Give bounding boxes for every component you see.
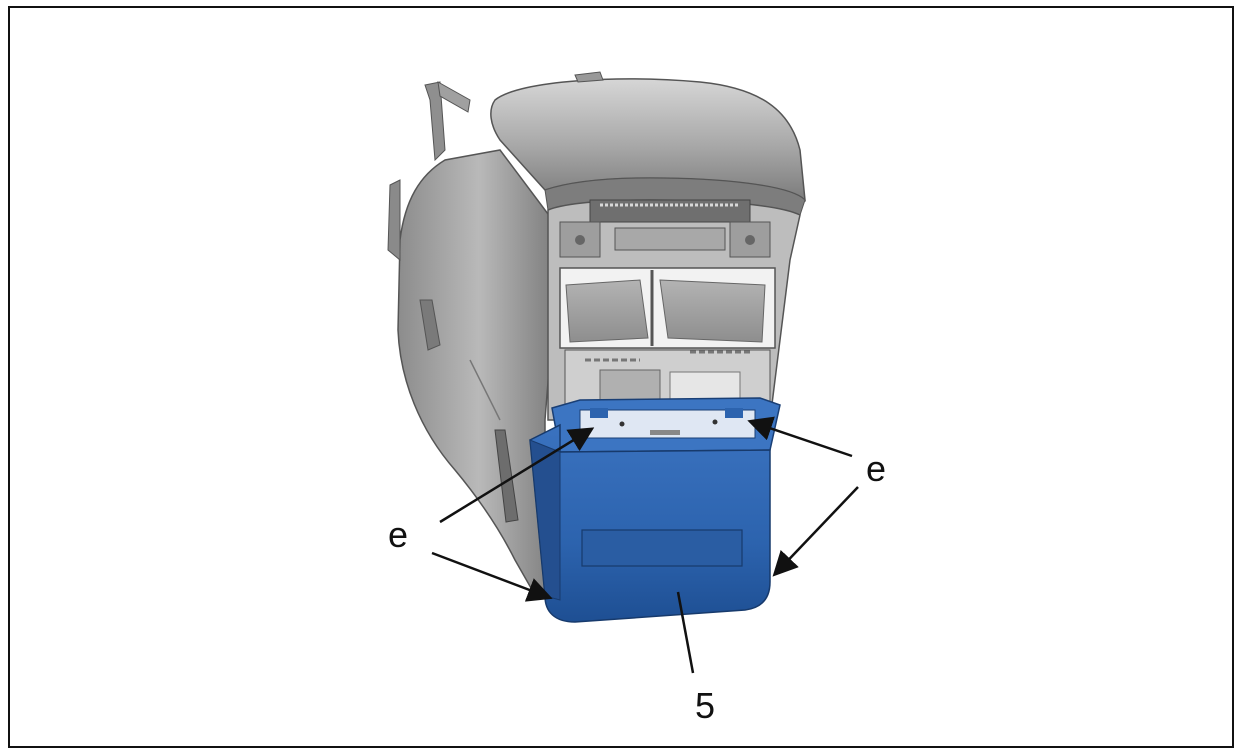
leader-left-lower: [431, 551, 553, 602]
lower-opening: [564, 349, 771, 406]
leader-part-number: [676, 591, 695, 674]
upper-storage-cavity: [559, 267, 776, 349]
leader-right-lower: [772, 486, 859, 577]
leader-right-upper: [747, 416, 853, 458]
callout-label-right: e: [866, 448, 886, 489]
callout-part-number: 5: [695, 685, 715, 726]
callout-label-left: e: [388, 514, 408, 555]
console-side-wall: [387, 81, 561, 596]
leader-left-upper: [439, 427, 595, 524]
armrest-lid: [490, 71, 806, 216]
callout-leaders: [431, 416, 859, 674]
blue-panel-part: [529, 397, 781, 623]
